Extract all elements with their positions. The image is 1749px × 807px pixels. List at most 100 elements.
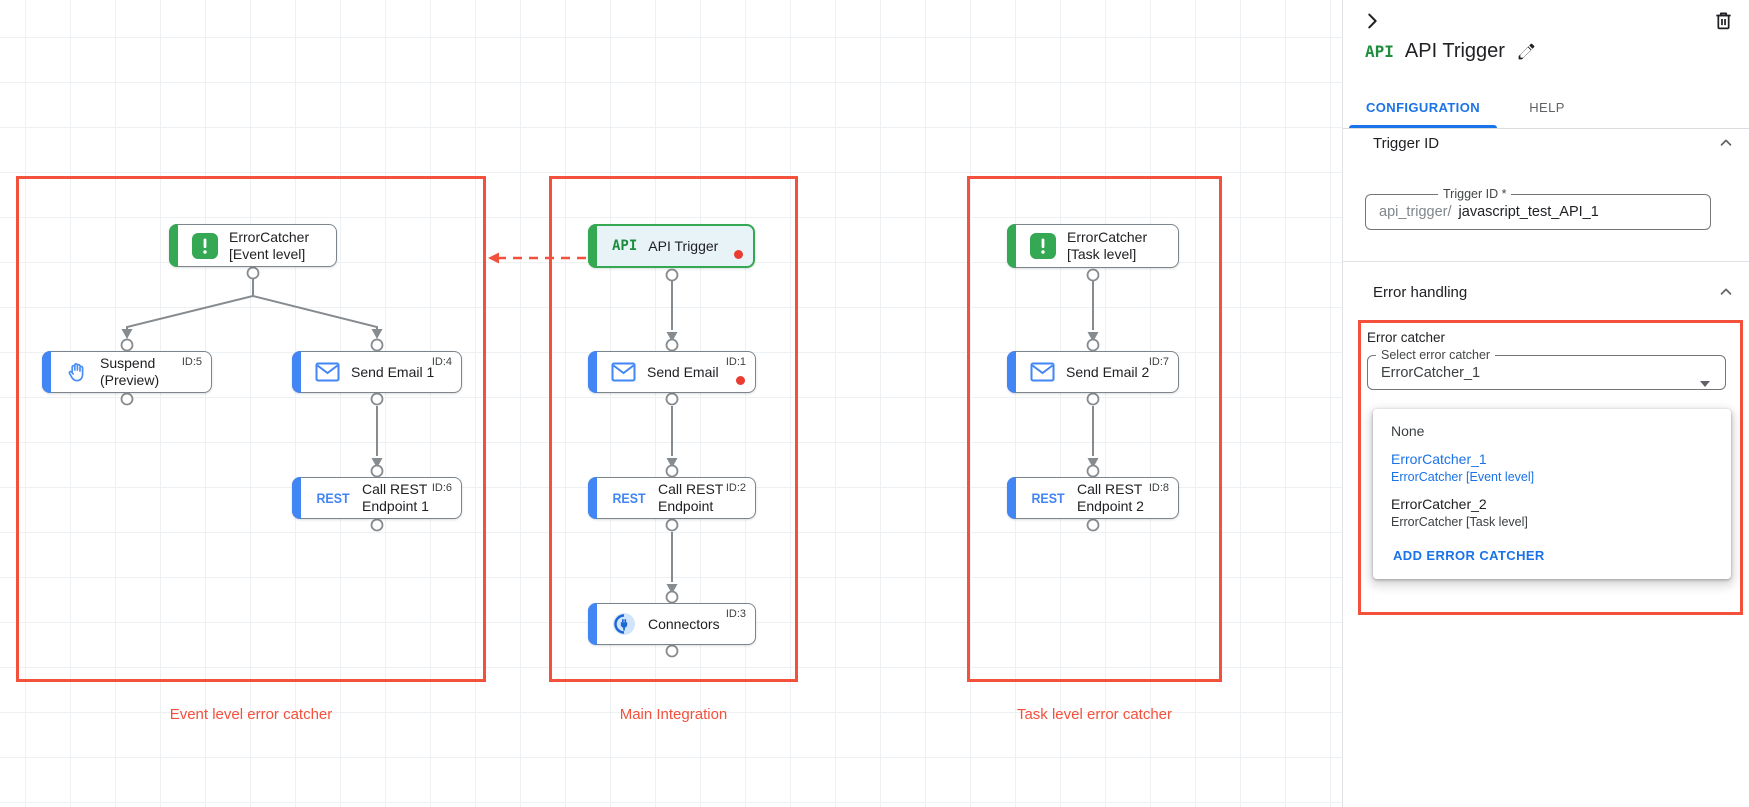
- selected-error-catcher: ErrorCatcher_1: [1381, 364, 1481, 381]
- edges-layer: [120, 252, 1100, 658]
- node-call-rest-endpoint-1[interactable]: REST Call REST Endpoint 1 ID:6: [292, 477, 462, 519]
- node-id-badge: ID:3: [725, 608, 746, 620]
- error-catcher-dropdown-menu: None ErrorCatcher_1 ErrorCatcher [Event …: [1373, 409, 1731, 579]
- node-id-badge: ID:1: [725, 356, 746, 368]
- node-label: Call REST Endpoint: [658, 481, 724, 514]
- node-label: Connectors: [648, 615, 720, 632]
- node-label: Call REST Endpoint 1: [362, 481, 429, 514]
- node-label: ErrorCatcher [Event level]: [229, 228, 310, 262]
- active-tab-underline: [1349, 125, 1497, 128]
- node-id-badge: ID:5: [181, 356, 202, 368]
- node-accent-bar: [1007, 477, 1016, 519]
- option-none[interactable]: None: [1373, 416, 1731, 444]
- trigger-id-prefix: api_trigger/: [1379, 203, 1452, 220]
- error-catcher-label: Error catcher: [1367, 330, 1446, 345]
- node-accent-bar: [1007, 351, 1016, 393]
- suspend-hand-icon: [65, 360, 89, 384]
- email-icon: [1030, 362, 1055, 382]
- add-error-catcher-button[interactable]: ADD ERROR CATCHER: [1381, 540, 1557, 571]
- main-integration-group-box: [549, 176, 798, 682]
- section-title: Error handling: [1373, 283, 1468, 301]
- panel-header: API API Trigger: [1365, 40, 1537, 63]
- error-handling-section-header: Error handling: [1373, 283, 1735, 301]
- node-accent-bar: [1007, 224, 1016, 268]
- node-label: Send Email 2: [1066, 363, 1150, 380]
- workflow-canvas[interactable]: Event level error catcher Main Integrati…: [0, 0, 1342, 807]
- node-label: ErrorCatcher [Task level]: [1067, 229, 1148, 262]
- dropdown-arrow-icon: [1700, 380, 1710, 387]
- task-level-group-box: [967, 176, 1222, 682]
- rest-icon: REST: [1031, 490, 1065, 506]
- email-icon: [611, 362, 636, 382]
- node-call-rest-endpoint[interactable]: REST Call REST Endpoint ID:2: [588, 477, 756, 519]
- node-error-catcher-event[interactable]: ErrorCatcher [Event level]: [169, 224, 337, 267]
- collapse-panel-button[interactable]: [1361, 10, 1383, 32]
- node-ports[interactable]: [120, 266, 1100, 658]
- node-accent-bar: [42, 351, 51, 393]
- rest-icon: REST: [316, 490, 350, 506]
- node-label: Suspend (Preview): [100, 355, 160, 388]
- node-accent-bar: [588, 224, 597, 268]
- chevron-up-icon: [1720, 139, 1732, 146]
- chevron-up-icon: [1720, 288, 1732, 295]
- chevron-right-icon: [1368, 13, 1377, 29]
- field-label: Select error catcher: [1381, 348, 1491, 362]
- node-call-rest-endpoint-2[interactable]: REST Call REST Endpoint 2 ID:8: [1007, 477, 1179, 519]
- delete-trigger-button[interactable]: [1712, 9, 1735, 32]
- option-name: ErrorCatcher_1: [1391, 451, 1487, 467]
- node-accent-bar: [588, 477, 597, 519]
- tab-help[interactable]: HELP: [1497, 86, 1597, 128]
- node-error-catcher-task[interactable]: ErrorCatcher [Task level]: [1007, 224, 1179, 268]
- event-level-group-box: [16, 176, 486, 682]
- config-side-panel: API API Trigger CONFIGURATION HELP Trigg…: [1342, 0, 1749, 807]
- collapse-section-button[interactable]: [1717, 134, 1735, 152]
- option-error-catcher-1[interactable]: ErrorCatcher_1 ErrorCatcher [Event level…: [1373, 444, 1731, 489]
- node-id-badge: ID:2: [725, 482, 746, 494]
- node-suspend[interactable]: Suspend (Preview) ID:5: [42, 351, 212, 393]
- email-icon: [315, 362, 340, 382]
- node-send-email[interactable]: Send Email ID:1: [588, 351, 756, 393]
- node-connectors[interactable]: Connectors ID:3: [588, 603, 756, 645]
- option-name: None: [1391, 423, 1425, 439]
- rest-icon: REST: [612, 490, 646, 506]
- node-label: API Trigger: [648, 237, 719, 254]
- task-level-group-label: Task level error catcher: [1016, 706, 1173, 723]
- node-accent-bar: [588, 603, 597, 645]
- api-trigger-icon: API: [1365, 42, 1394, 61]
- node-id-badge: ID:7: [1148, 356, 1169, 368]
- error-dot: [736, 376, 745, 385]
- trigger-id-value[interactable]: javascript_test_API_1: [1458, 203, 1599, 220]
- node-id-badge: ID:8: [1148, 482, 1169, 494]
- edge-lines: [126, 279, 1094, 582]
- option-subtitle: ErrorCatcher [Event level]: [1391, 470, 1535, 484]
- error-catcher-highlight-box: Error catcher Select error catcher Error…: [1358, 320, 1743, 615]
- page-title: API Trigger: [1404, 40, 1505, 62]
- edit-title-button[interactable]: [1516, 41, 1537, 62]
- error-catcher-link-arrow: [488, 252, 586, 264]
- collapse-section-button[interactable]: [1717, 283, 1735, 301]
- api-trigger-icon: API: [612, 238, 638, 254]
- node-accent-bar: [292, 351, 301, 393]
- trash-icon: [1716, 12, 1731, 30]
- node-api-trigger[interactable]: API API Trigger: [588, 224, 755, 268]
- select-error-catcher-field[interactable]: Select error catcher ErrorCatcher_1: [1367, 349, 1726, 390]
- error-catcher-icon: [192, 232, 218, 259]
- event-level-group-label: Event level error catcher: [169, 706, 333, 723]
- tab-configuration[interactable]: CONFIGURATION: [1349, 86, 1497, 128]
- option-subtitle: ErrorCatcher [Task level]: [1391, 515, 1528, 529]
- error-dot: [734, 250, 743, 259]
- node-label: Send Email: [647, 363, 719, 380]
- node-id-badge: ID:6: [431, 482, 452, 494]
- trigger-id-field[interactable]: Trigger ID * api_trigger/ javascript_tes…: [1365, 188, 1711, 230]
- error-catcher-icon: [1030, 233, 1056, 259]
- main-integration-group-label: Main Integration: [619, 706, 728, 723]
- option-name: ErrorCatcher_2: [1391, 496, 1487, 512]
- node-send-email-2[interactable]: Send Email 2 ID:7: [1007, 351, 1179, 393]
- node-accent-bar: [588, 351, 597, 393]
- option-error-catcher-2[interactable]: ErrorCatcher_2 ErrorCatcher [Task level]: [1373, 489, 1731, 534]
- node-label: Send Email 1: [351, 363, 435, 380]
- edge-arrowheads: [121, 329, 1099, 594]
- node-id-badge: ID:4: [431, 356, 452, 368]
- node-send-email-1[interactable]: Send Email 1 ID:4: [292, 351, 462, 393]
